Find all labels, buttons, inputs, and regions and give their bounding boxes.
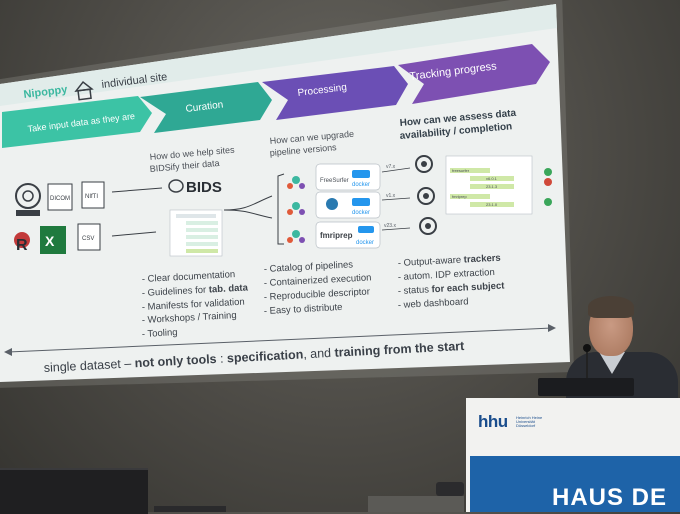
tracker-icon — [415, 155, 433, 173]
arrow-left-icon — [4, 348, 12, 356]
docker-icon — [352, 198, 370, 206]
pipeline-row-2: docker v1.x — [287, 191, 411, 219]
nifti-file-icon: NIfTI — [81, 181, 105, 209]
bids-brain-icon — [168, 179, 184, 193]
csv-file-icon: CSV — [77, 223, 101, 251]
stage-chevron-4 — [398, 44, 550, 104]
pipeline-version-3: v23.x — [384, 223, 396, 229]
foreground-monitor — [0, 468, 148, 514]
table-row: fmriprep — [452, 194, 467, 199]
mri-scanner-icon — [15, 183, 41, 216]
cable-box — [436, 482, 464, 496]
csv-label: CSV — [82, 236, 94, 242]
docker-label-2: docker — [352, 210, 370, 216]
table-row: 23.1.0 — [486, 202, 498, 207]
input-icons: DICOM NIfTI R X CSV — [14, 181, 105, 254]
laptop — [538, 378, 634, 396]
double-arrow-line — [7, 327, 553, 353]
docker-label-1: docker — [352, 182, 370, 188]
table-row: v6.0.1 — [486, 176, 498, 181]
pipeline-name-3: fmriprep — [320, 231, 353, 240]
docker-label-3: docker — [356, 240, 374, 246]
status-check-icon — [544, 168, 552, 176]
curation-bullet-2: - Guidelines for tab. data — [142, 282, 249, 299]
arrow-icon — [111, 187, 163, 193]
stage-label-2: Curation — [185, 99, 224, 115]
header-band — [0, 4, 557, 106]
tracking-bullets: - Output-aware trackers - autom. IDP ext… — [398, 253, 506, 311]
svg-text:X: X — [45, 233, 55, 249]
arrow-right-icon — [548, 324, 556, 332]
microphone-icon — [583, 344, 591, 352]
foreground-device — [154, 506, 226, 512]
curation-bullet-4: - Workshops / Training — [142, 310, 237, 326]
processing-bullets: - Catalog of pipelines - Containerized e… — [264, 259, 372, 317]
svg-text:R: R — [16, 237, 28, 254]
pipeline-logo-2 — [326, 198, 338, 210]
table-row: freesurfer — [452, 168, 470, 173]
excel-icon: X — [40, 226, 66, 254]
arrow-icon — [111, 231, 157, 237]
dicom-label: DICOM — [50, 196, 70, 202]
brand-name: Nipoppy — [23, 84, 69, 101]
dicom-file-icon: DICOM — [47, 183, 73, 211]
table-row: 23.1.3 — [486, 184, 498, 189]
hhu-logo-subtitle: Heinrich Heine Universität Düsseldorf — [516, 415, 543, 428]
bids-logo: BIDS — [186, 179, 222, 196]
microphone-stand — [586, 348, 588, 388]
nifti-label: NIfTI — [85, 194, 98, 200]
bids-to-pipelines-arrow — [223, 195, 273, 219]
tracking-bullet-4: - web dashboard — [398, 296, 469, 311]
stage-chevron-1 — [2, 96, 152, 148]
r-logo-icon: R — [14, 232, 30, 254]
slide-footer: single dataset – not only tools : specif… — [43, 339, 465, 375]
processing-bullet-1: - Catalog of pipelines — [264, 259, 354, 275]
pipeline-version-1: v7.x — [386, 164, 396, 170]
tracking-bullet-2: - autom. IDP extraction — [398, 267, 495, 283]
curation-bullets: - Clear documentation - Guidelines for t… — [142, 269, 249, 340]
tracking-bullet-3: - status for each subject — [398, 280, 506, 297]
curation-bullet-1: - Clear documentation — [142, 269, 236, 285]
curation-bullet-3: - Manifests for validation — [142, 297, 245, 313]
podium-banner — [470, 456, 680, 512]
docker-icon — [352, 170, 370, 178]
desk-surface — [368, 496, 464, 512]
presenter-hair — [588, 296, 634, 318]
pipeline-name-1: FreeSurfer — [320, 178, 349, 184]
status-cross-icon — [544, 178, 552, 186]
pipeline-version-2: v1.x — [386, 193, 396, 199]
house-icon — [74, 81, 94, 101]
podium-banner-text: HAUS DE — [552, 484, 668, 511]
curation-bullet-5: - Tooling — [142, 327, 178, 340]
stage-chevron-3 — [262, 66, 408, 120]
stage-chevron-2 — [140, 82, 272, 133]
status-check-icon — [544, 198, 552, 206]
bids-tree-diagram — [169, 209, 223, 257]
pipeline-row-1: FreeSurfer docker v7.x — [287, 163, 411, 191]
processing-bullet-4: - Easy to distribute — [264, 302, 343, 317]
pipeline-row-3: fmriprep docker v23.x — [287, 221, 411, 249]
tracker-icon — [419, 217, 437, 235]
docker-icon — [358, 226, 374, 233]
tracking-table: freesurfer v6.0.1 23.1.3 fmriprep 23.1.0 — [445, 155, 533, 215]
tracking-bullet-1: - Output-aware trackers — [398, 253, 501, 269]
hhu-logo: hhu — [478, 412, 508, 431]
tracker-icon — [417, 187, 435, 205]
pipeline-bracket — [277, 173, 285, 245]
